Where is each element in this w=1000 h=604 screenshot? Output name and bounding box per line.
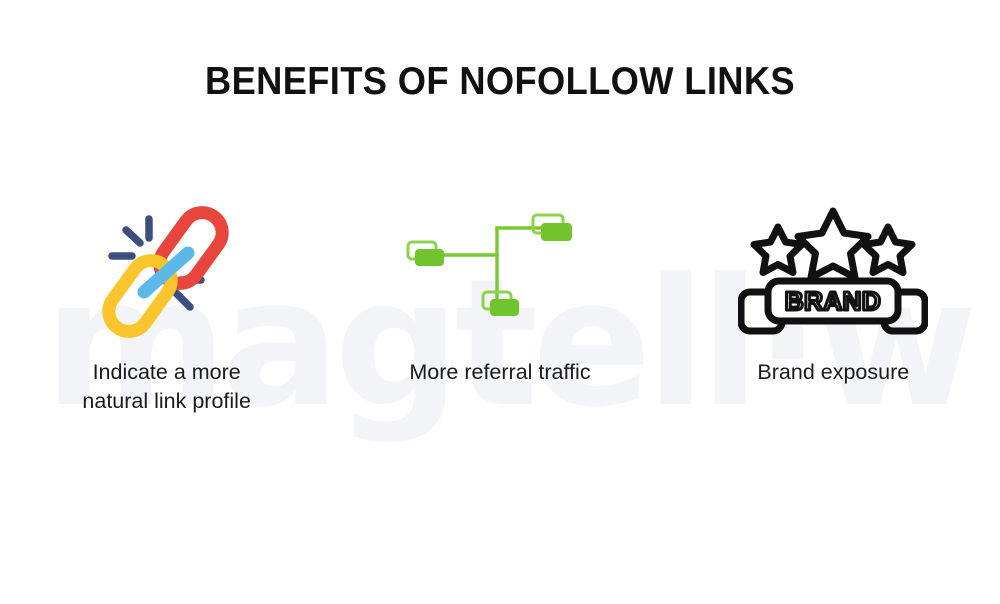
brand-banner-label: BRAND (785, 286, 881, 316)
benefits-row: Indicate a more natural link profile (0, 196, 1000, 436)
star-left-icon (750, 223, 806, 276)
network-node-left (406, 240, 444, 266)
chain-link-icon (101, 206, 229, 338)
benefit-caption: Brand exposure (757, 360, 910, 384)
benefit-caption: Indicate a more natural link profile (82, 360, 251, 413)
benefit-item-brand-exposure: BRAND Brand exposure (667, 196, 1000, 436)
network-connector-lines (442, 226, 542, 303)
network-node-top-right (531, 213, 572, 241)
star-right-icon (860, 223, 916, 276)
page-title: BENEFITS OF NOFOLLOW LINKS (205, 60, 795, 103)
chain-link-icon-wrap (87, 196, 247, 346)
chain-ring-yellow (101, 254, 178, 338)
brand-banner-stars-icon-wrap: BRAND (738, 196, 929, 346)
chain-connector-bar (137, 246, 195, 299)
spark-dashes-upper (107, 215, 153, 260)
star-center-icon (794, 207, 872, 281)
sitemap-network-icon (406, 213, 572, 316)
brand-banner-plate (764, 277, 902, 325)
benefit-item-natural-link-profile: Indicate a more natural link profile (0, 196, 333, 436)
benefit-item-referral-traffic: More referral traffic (333, 196, 666, 436)
sitemap-network-icon-wrap (400, 196, 600, 346)
benefit-caption: More referral traffic (409, 360, 591, 384)
network-node-bottom (481, 290, 519, 316)
brand-banner-stars-icon: BRAND (738, 207, 929, 335)
